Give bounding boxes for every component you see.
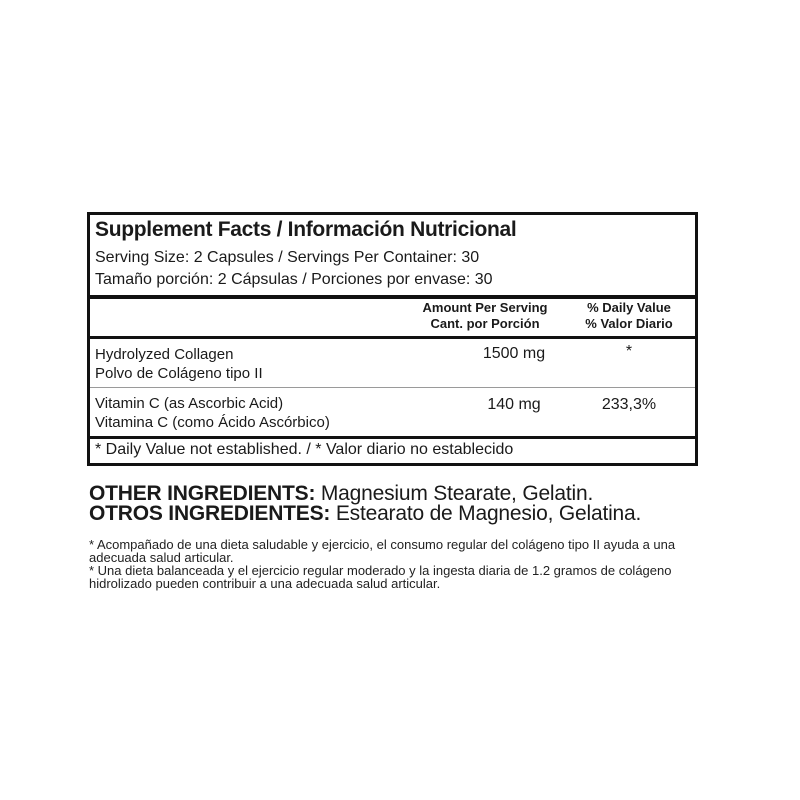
serving-size-spanish: Tamaño porción: 2 Cápsulas / Porciones p… xyxy=(95,271,493,288)
header-divider xyxy=(90,295,695,299)
note-diet: * Una dieta balanceada y el ejercicio re… xyxy=(89,563,672,591)
ingredient-amount: 1500 mg xyxy=(482,345,546,362)
health-claims-notes: * Acompañado de una dieta saludable y ej… xyxy=(89,538,713,590)
ingredient-name-english: Hydrolyzed Collagen xyxy=(95,346,234,363)
supplement-facts-panel: Supplement Facts / Información Nutricion… xyxy=(87,212,698,466)
column-header-daily-value: % Daily Value % Valor Diario xyxy=(574,300,684,332)
ingredient-amount: 140 mg xyxy=(487,396,541,413)
other-ingredients-value: Magnesium Stearate, Gelatin. xyxy=(315,482,594,505)
ingredient-name-english: Vitamin C (as Ascorbic Acid) xyxy=(95,395,284,412)
otros-ingredientes-label: OTROS INGREDIENTES: xyxy=(89,502,331,525)
serving-size-english: Serving Size: 2 Capsules / Servings Per … xyxy=(95,249,480,266)
ingredient-row-collagen: Hydrolyzed Collagen Polvo de Colágeno ti… xyxy=(95,345,263,383)
daily-value-header-spanish: % Valor Diario xyxy=(585,316,673,331)
ingredient-row-vitamin-c: Vitamin C (as Ascorbic Acid) Vitamina C … xyxy=(95,394,330,432)
other-ingredients-label: OTHER INGREDIENTS: xyxy=(89,482,316,505)
column-header-divider xyxy=(90,336,695,339)
daily-value-footnote: * Daily Value not established. / * Valor… xyxy=(95,441,514,458)
column-header-amount: Amount Per Serving Cant. por Porción xyxy=(417,300,553,332)
note-collagen: * Acompañado de una dieta saludable y ej… xyxy=(89,537,676,565)
ingredient-daily-value: 233,3% xyxy=(601,396,657,413)
footnote-divider xyxy=(90,436,695,439)
other-ingredients-spanish: OTROS INGREDIENTES: Estearato de Magnesi… xyxy=(89,502,641,526)
row-divider xyxy=(90,387,695,388)
other-ingredients-english: OTHER INGREDIENTS: Magnesium Stearate, G… xyxy=(89,482,593,506)
otros-ingredientes-value: Estearato de Magnesio, Gelatina. xyxy=(330,502,642,525)
ingredient-name-spanish: Polvo de Colágeno tipo II xyxy=(95,365,263,382)
amount-header-spanish: Cant. por Porción xyxy=(430,316,540,331)
daily-value-header-english: % Daily Value xyxy=(587,300,671,315)
ingredient-daily-value: * xyxy=(625,343,633,360)
panel-title: Supplement Facts / Información Nutricion… xyxy=(95,218,517,241)
ingredient-name-spanish: Vitamina C (como Ácido Ascórbico) xyxy=(95,414,330,431)
amount-header-english: Amount Per Serving xyxy=(422,300,548,315)
